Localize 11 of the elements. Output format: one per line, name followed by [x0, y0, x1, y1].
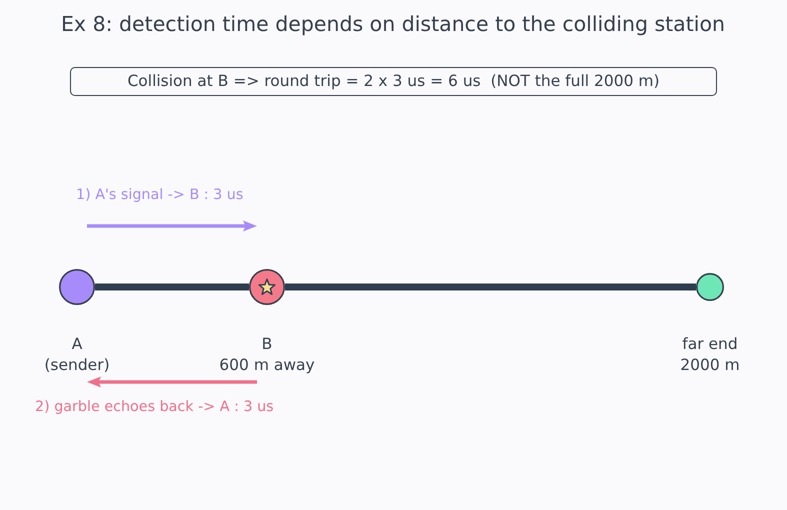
note-box: Collision at B => round trip = 2 x 3 us = 6 us (NOT the full 2000 m) — [70, 67, 717, 96]
station-label: far end 2000 m — [680, 334, 740, 376]
diagram-title: Ex 8: detection time depends on distance to the colliding station — [60, 11, 726, 37]
station-label: A (sender) — [44, 334, 110, 376]
bus-line — [95, 284, 249, 290]
arrow — [87, 376, 257, 388]
station-label: B 600 m away — [219, 334, 315, 376]
bus-line — [285, 284, 696, 290]
edge-label: 1) A's signal -> B : 3 us — [76, 186, 244, 205]
arrow — [87, 220, 257, 232]
edge-label: 2) garble echoes back -> A : 3 us — [35, 398, 274, 417]
